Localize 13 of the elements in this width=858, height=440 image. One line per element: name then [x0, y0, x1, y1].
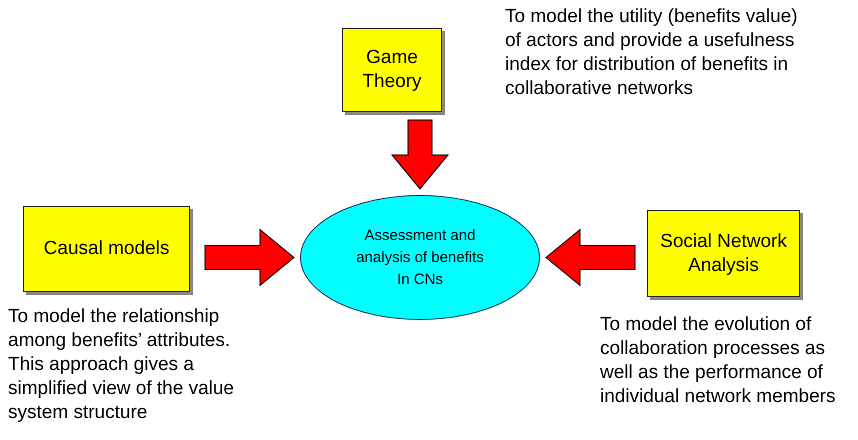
- description-text: To model the utility (benefits value) of actors and provide a usefulness index for distribution of benefits in collaborative networks: [505, 5, 799, 101]
- block-arrow: [390, 120, 450, 190]
- method-box: [647, 210, 800, 297]
- description-text: To model the relationship among benefits’ attributes. This approach gives a simplified view of the value system structure: [8, 305, 235, 425]
- method-box: [23, 206, 190, 292]
- node-label: Causal models: [44, 237, 170, 261]
- method-box: [342, 28, 442, 112]
- description-text: To model the evolution of collaboration processes as well as the performance of individual network members: [600, 313, 836, 409]
- node-label: Game Theory: [361, 46, 423, 94]
- node-label: Assessment and analysis of benefits In CNs: [355, 226, 485, 290]
- block-arrow: [545, 228, 636, 287]
- node-label: Social Network Analysis: [659, 230, 788, 278]
- block-arrow: [204, 228, 295, 287]
